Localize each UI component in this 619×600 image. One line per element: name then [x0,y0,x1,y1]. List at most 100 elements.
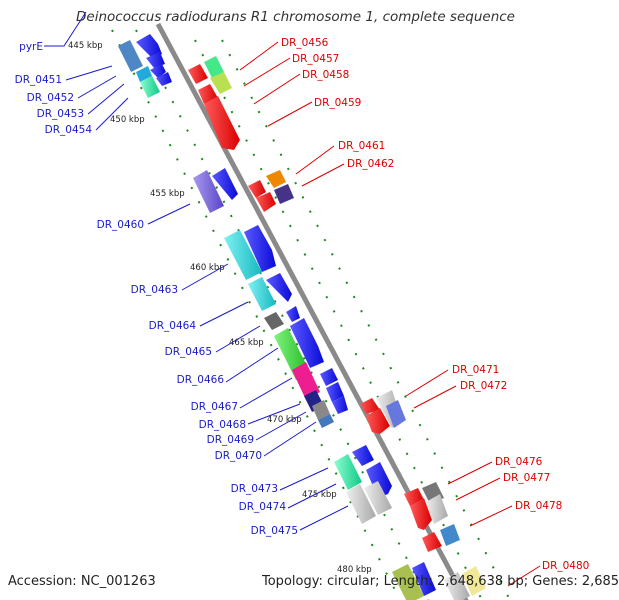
scale-label: 470 kbp [267,415,302,425]
gene-feature[interactable] [136,34,162,58]
gene-feature[interactable] [204,96,240,150]
gene-feature[interactable] [224,230,262,280]
gene-feature[interactable] [264,312,284,330]
right-callout-lines [239,41,541,587]
gene-feature[interactable] [212,168,238,200]
callout-line [181,263,229,291]
gene-label[interactable]: DR_0453 [37,108,84,120]
gene-feature[interactable] [244,225,276,272]
gene-label[interactable]: DR_0478 [515,500,562,512]
gene-label[interactable]: DR_0477 [503,472,550,484]
gene-label[interactable]: DR_0466 [177,374,225,386]
gene-feature[interactable] [318,414,334,428]
map-title: Deinococcus radiodurans R1 chromosome 1,… [76,9,515,25]
gene-feature[interactable] [150,64,166,78]
scale-label: 480 kbp [337,565,372,575]
gene-feature[interactable] [320,368,338,386]
gene-label[interactable]: DR_0451 [15,74,62,86]
gene-feature[interactable] [290,318,324,368]
gene-feature[interactable] [366,462,392,498]
gene-feature[interactable] [352,445,374,466]
scale-label: 465 kbp [229,338,264,348]
gene-feature[interactable] [392,564,424,600]
gene-feature[interactable] [426,494,448,524]
gene-feature[interactable] [248,180,266,198]
callout-line [225,347,279,383]
gene-label[interactable]: DR_0461 [338,140,385,152]
gene-label[interactable]: DR_0473 [231,483,278,495]
callout-line [77,75,117,99]
gene-label[interactable]: DR_0454 [45,124,93,136]
gene-label[interactable]: DR_0464 [149,320,197,332]
callout-line [247,403,301,425]
gene-feature[interactable] [274,184,294,204]
callout-line [199,301,249,327]
gene-feature[interactable] [366,408,390,434]
gene-label[interactable]: DR_0480 [542,560,589,572]
gene-feature[interactable] [188,64,208,84]
gene-feature[interactable] [256,192,276,212]
callout-line [455,477,501,501]
gene-feature[interactable] [444,572,470,600]
gene-label[interactable]: DR_0467 [191,401,238,413]
callout-line [239,377,293,409]
gene-feature[interactable] [334,454,362,490]
gene-label[interactable]: DR_0470 [215,450,262,462]
scale-labels: 445 kbp 450 kbp 455 kbp 460 kbp 465 kbp … [68,41,372,575]
gene-feature[interactable] [386,400,406,428]
gene-label[interactable]: DR_0457 [292,53,339,65]
callout-line [507,565,541,587]
callout-line [447,461,493,485]
callout-line [413,385,457,409]
gene-label[interactable]: DR_0476 [495,456,543,468]
gene-feature[interactable] [193,170,224,213]
gene-feature[interactable] [292,362,320,400]
gene-label[interactable]: DR_0475 [251,525,298,537]
gene-label[interactable]: DR_0474 [239,501,287,513]
callout-line [469,505,513,527]
gene-feature[interactable] [146,52,165,68]
gene-label[interactable]: DR_0471 [452,364,499,376]
scale-label: 445 kbp [68,41,103,51]
callout-line [147,203,191,225]
gene-label[interactable]: DR_0472 [460,380,507,392]
gene-feature[interactable] [326,382,344,402]
gene-feature[interactable] [118,40,143,72]
gene-label[interactable]: DR_0465 [165,346,212,358]
gene-feature[interactable] [422,532,442,552]
callout-line [253,73,301,105]
gene-feature[interactable] [140,76,160,98]
gene-feature[interactable] [360,398,380,414]
gene-feature[interactable] [346,484,376,524]
gene-label[interactable]: DR_0469 [207,434,254,446]
left-gene-labels: pyrE DR_0451 DR_0452 DR_0453 DR_0454 DR_… [15,41,298,537]
gene-label[interactable]: DR_0456 [281,37,329,49]
gene-feature[interactable] [440,524,460,546]
guide-outer-left [111,29,401,600]
gene-feature[interactable] [248,277,276,311]
gene-label[interactable]: DR_0452 [27,92,74,104]
gene-feature[interactable] [410,498,432,530]
gene-feature[interactable] [364,481,392,515]
gene-feature[interactable] [204,56,224,78]
scale-label: 455 kbp [150,189,185,199]
gene-feature[interactable] [332,396,348,414]
gene-label[interactable]: DR_0462 [347,158,394,170]
gene-feature[interactable] [210,72,232,94]
gene-label[interactable]: pyrE [19,41,43,53]
gene-label[interactable]: DR_0463 [131,284,178,296]
callout-line [263,421,317,457]
gene-feature[interactable] [156,72,172,86]
gene-feature[interactable] [286,306,300,322]
gene-feature[interactable] [462,566,486,596]
gene-feature[interactable] [412,562,436,596]
gene-feature[interactable] [266,273,292,302]
strand-guides [111,29,511,600]
gene-label[interactable]: DR_0459 [314,97,361,109]
gene-label[interactable]: DR_0460 [97,219,144,231]
gene-label[interactable]: DR_0458 [302,69,349,81]
gene-feature[interactable] [266,170,286,188]
gene-feature[interactable] [312,400,330,420]
reverse-strand-features [188,56,486,600]
gene-label[interactable]: DR_0468 [199,419,246,431]
